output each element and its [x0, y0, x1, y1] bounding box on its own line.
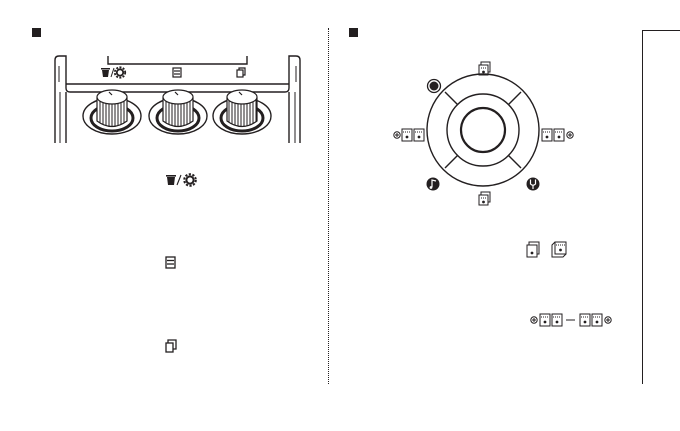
patch-up-icon	[479, 62, 490, 75]
list-icon	[173, 68, 181, 77]
knob-3	[213, 90, 271, 134]
record-icon	[428, 80, 441, 93]
tuning-fork-icon	[527, 178, 540, 191]
selector-wheel	[427, 74, 539, 186]
knob-2	[149, 90, 207, 134]
copy-icon	[237, 68, 245, 77]
trash-settings-icon	[101, 67, 125, 77]
patch-left-icon	[394, 129, 424, 141]
patch-right-icon	[542, 129, 573, 141]
knob-1	[83, 90, 141, 134]
patch-updown-icon	[527, 242, 566, 257]
patch-leftright-icon	[531, 314, 611, 326]
list-icon	[166, 257, 175, 268]
patch-down-icon	[479, 192, 490, 205]
copy-icon	[166, 340, 176, 352]
note-icon	[427, 178, 440, 191]
trash-settings-icon	[166, 174, 196, 186]
